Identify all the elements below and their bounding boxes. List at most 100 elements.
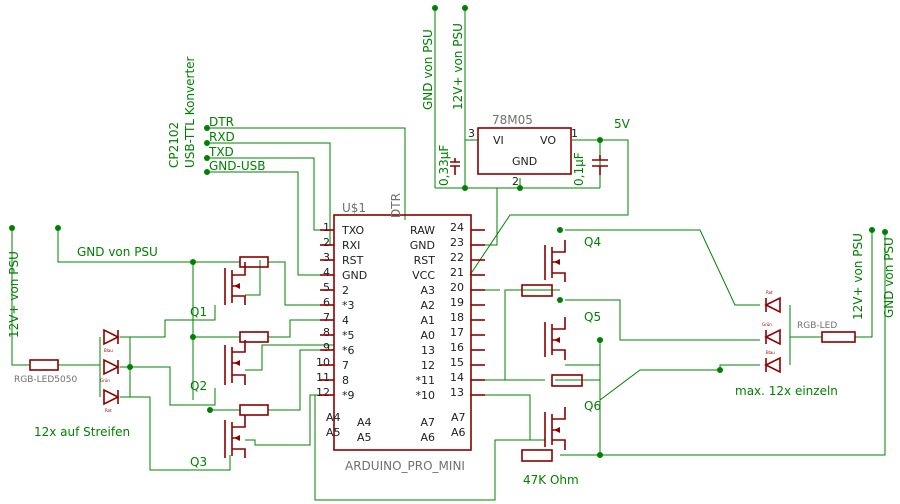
pin-number-right: 16 bbox=[450, 341, 464, 354]
pin-name-left: 4 bbox=[342, 314, 349, 327]
q2-label: Q2 bbox=[190, 379, 207, 393]
pin-number-left: 10 bbox=[316, 356, 330, 369]
svg-text:Grün: Grün bbox=[762, 322, 772, 327]
c2-label: 0,1µF bbox=[572, 152, 586, 186]
svg-text:Rot: Rot bbox=[766, 290, 773, 295]
regulator-pin3: 3 bbox=[468, 127, 475, 140]
pin-number-left: 9 bbox=[323, 341, 330, 354]
resistors bbox=[29, 256, 856, 462]
regulator-vi: VI bbox=[493, 134, 504, 147]
mosfet-q3 bbox=[224, 415, 246, 458]
pin-name-right: A2 bbox=[420, 299, 435, 312]
rgb-led5050-label: RGB-LED5050 bbox=[14, 375, 77, 385]
pin-name-left: GND bbox=[342, 269, 367, 282]
pin-number-left: 7 bbox=[323, 311, 330, 324]
q6-label: Q6 bbox=[584, 399, 601, 413]
cp2102-label: CP2102 bbox=[167, 122, 181, 168]
led-right: Rot Grün Blau bbox=[762, 290, 781, 374]
u1-label: U$1 bbox=[342, 201, 366, 215]
pin-name-left: 8 bbox=[342, 374, 349, 387]
pin-name-right: A0 bbox=[420, 329, 435, 342]
47k-label: 47K Ohm bbox=[523, 473, 579, 487]
pin-name-bottom-left: A5 bbox=[357, 431, 372, 444]
resistor-q4-gate bbox=[521, 284, 553, 297]
rgb-led-label: RGB-LED bbox=[797, 321, 837, 331]
regulator-78m05: 78M05 VI VO GND 3 1 2 bbox=[468, 113, 578, 188]
pin-name-left: *5 bbox=[342, 329, 355, 342]
q3-label: Q3 bbox=[190, 455, 207, 469]
pin-name-right: *11 bbox=[416, 374, 436, 387]
pin-number-right: 22 bbox=[450, 251, 464, 264]
pin-number-left: 4 bbox=[323, 266, 330, 279]
pin-number-right: 17 bbox=[450, 326, 464, 339]
mosfet-q4 bbox=[544, 240, 566, 282]
streifen-label: 12x auf Streifen bbox=[34, 425, 130, 439]
pin-number-right: 24 bbox=[450, 221, 464, 234]
c1-label: 0,33µF bbox=[437, 145, 451, 186]
pin-name-left: RST bbox=[342, 254, 364, 267]
q5-label: Q5 bbox=[584, 310, 601, 324]
pin-number-bottom-left: A5 bbox=[326, 426, 341, 439]
text-labels: CP2102 USB-TTL Konverter DTR RXD TXD GND… bbox=[7, 23, 896, 487]
regulator-gnd: GND bbox=[512, 155, 537, 168]
pin-number-left: 12 bbox=[316, 386, 330, 399]
v12-psu-right-label: 12V+ von PSU bbox=[851, 233, 865, 320]
pin-name-right: 13 bbox=[421, 344, 435, 357]
pin-name-right: 12 bbox=[421, 359, 435, 372]
mosfets bbox=[224, 240, 566, 458]
5v-label: 5V bbox=[614, 117, 631, 131]
einzeln-label: max. 12x einzeln bbox=[735, 384, 838, 398]
q4-label: Q4 bbox=[584, 235, 601, 249]
resistor-q3-gate bbox=[239, 404, 269, 416]
regulator-name: 78M05 bbox=[492, 113, 533, 127]
pin-number-right: 14 bbox=[450, 371, 464, 384]
regulator-pin2: 2 bbox=[512, 175, 519, 188]
txd-label: TXD bbox=[208, 145, 234, 159]
pin-name-left: 2 bbox=[342, 284, 349, 297]
regulator-pin1: 1 bbox=[571, 127, 578, 140]
pin-number-right: 21 bbox=[450, 266, 464, 279]
rxd-label: RXD bbox=[209, 130, 235, 144]
pin-name-right: RST bbox=[414, 254, 436, 267]
mosfet-q6 bbox=[544, 407, 566, 450]
pin-number-left: 6 bbox=[323, 296, 330, 309]
pin-name-right: *10 bbox=[416, 389, 436, 402]
led-strip-left: Blau Grün Rot bbox=[100, 328, 120, 413]
pin-name-right: VCC bbox=[412, 269, 435, 282]
pin-number-right: 13 bbox=[450, 386, 464, 399]
pin-number-bottom-right: A6 bbox=[451, 426, 466, 439]
regulator-vo: VO bbox=[540, 134, 556, 147]
pin-name-bottom-right: A6 bbox=[420, 431, 435, 444]
capacitor-01uf bbox=[592, 155, 608, 175]
gnd-usb-label: GND-USB bbox=[209, 159, 265, 173]
pin-number-left: 1 bbox=[323, 221, 330, 234]
svg-text:Grün: Grün bbox=[100, 378, 110, 383]
dtr-pin-label: DTR bbox=[389, 193, 403, 218]
resistor-rgb-led bbox=[821, 331, 856, 343]
pin-name-bottom-right: A7 bbox=[420, 416, 435, 429]
gnd-psu-left-label: GND von PSU bbox=[77, 245, 158, 259]
resistor-q1-gate bbox=[239, 256, 269, 268]
pin-number-right: 20 bbox=[450, 281, 464, 294]
gnd-psu-top-label: GND von PSU bbox=[421, 29, 435, 110]
pin-number-right: 19 bbox=[450, 296, 464, 309]
usb-ttl-label: USB-TTL Konverter bbox=[183, 56, 197, 168]
pins-right: 24RAW23GND22RST21VCC20A319A218A117A01613… bbox=[410, 221, 466, 444]
pin-number-left: 8 bbox=[323, 326, 330, 339]
svg-text:Blau: Blau bbox=[766, 350, 775, 355]
mosfet-q5 bbox=[544, 317, 566, 360]
pin-name-left: *3 bbox=[342, 299, 355, 312]
svg-text:Blau: Blau bbox=[104, 348, 113, 353]
pin-name-left: *9 bbox=[342, 389, 355, 402]
pin-number-bottom-right: A7 bbox=[451, 411, 466, 424]
resistor-rgb-led5050 bbox=[29, 359, 59, 371]
arduino-title: ARDUINO_PRO_MINI bbox=[345, 459, 465, 473]
wires bbox=[11, 8, 886, 501]
resistor-q2-gate bbox=[239, 331, 269, 343]
pin-name-left: TXO bbox=[341, 224, 365, 237]
mosfet-q1 bbox=[224, 262, 246, 305]
pin-number-right: 23 bbox=[450, 236, 464, 249]
